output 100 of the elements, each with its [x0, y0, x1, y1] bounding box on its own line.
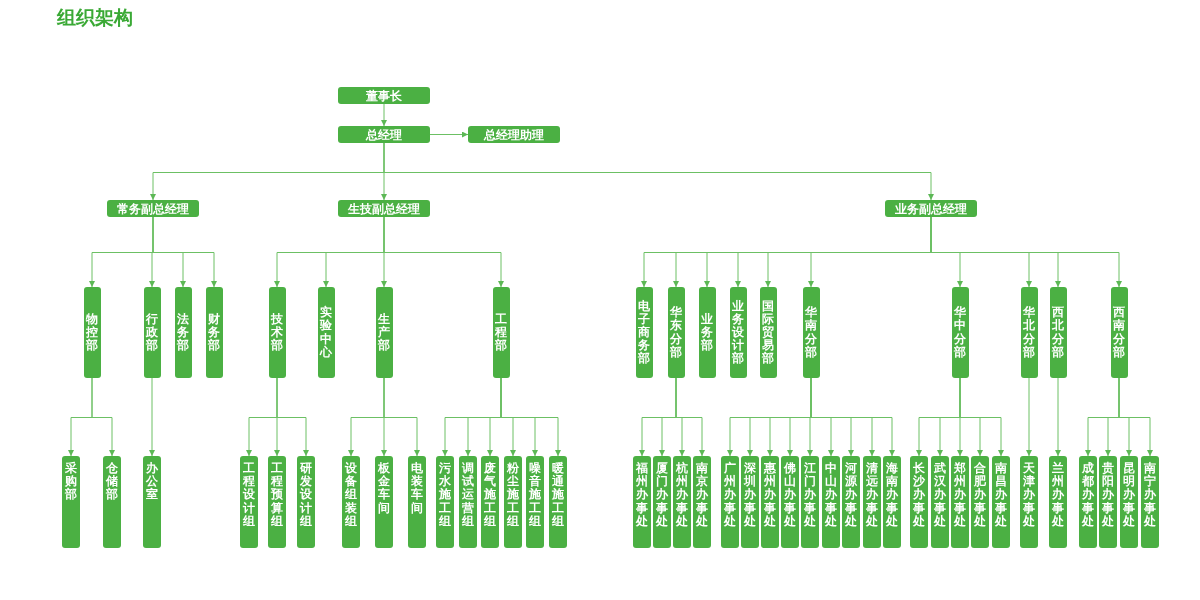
unit-name: 采购部 [65, 462, 77, 502]
connector-arrow [930, 216, 1122, 288]
connector-arrow [276, 377, 309, 457]
unit-name: 暖通施工组 [552, 462, 564, 528]
unit-name: 生产部 [378, 312, 390, 353]
org-unit-box [468, 126, 560, 143]
unit-name: 南京办事处 [696, 462, 708, 528]
org-unit-box [729, 287, 747, 378]
org-unit-box [492, 287, 510, 378]
org-unit-box [842, 456, 860, 548]
org-unit-box [62, 456, 80, 548]
org-unit-box [781, 456, 799, 548]
org-unit-box [240, 456, 258, 548]
unit-name: 江门办事处 [804, 462, 816, 528]
org-unit-box [338, 87, 430, 104]
org-unit-box [761, 456, 779, 548]
org-unit-box [951, 456, 969, 548]
connector-arrow [152, 216, 217, 288]
org-unit-box [673, 456, 691, 548]
unit-name: 成都办事处 [1082, 462, 1094, 528]
unit-name: 业务部 [701, 312, 713, 353]
org-unit-box [1020, 287, 1038, 378]
unit-name: 业务设计部 [732, 299, 744, 366]
org-unit-box [910, 456, 928, 548]
org-unit-box [174, 287, 192, 378]
org-unit-box [143, 287, 161, 378]
connector-arrow [429, 131, 469, 138]
unit-name: 研发设计组 [300, 462, 312, 528]
org-unit-box [992, 456, 1010, 548]
connector-arrow [91, 377, 115, 457]
unit-name: 西南分部 [1113, 306, 1125, 359]
unit-name: 广州办事处 [724, 462, 736, 528]
unit-name: 清远办事处 [866, 462, 878, 528]
org-unit-box [802, 287, 820, 378]
unit-name: 工程设计组 [243, 462, 255, 528]
org-unit-box [459, 456, 477, 548]
org-unit-box [1049, 287, 1067, 378]
unit-name: 设备组装组 [345, 462, 357, 528]
unit-name: 物控部 [86, 312, 98, 353]
unit-name: 办公室 [146, 462, 158, 502]
org-unit-box [635, 287, 653, 378]
connector-arrow [383, 142, 934, 201]
connector-arrow [675, 377, 705, 457]
org-unit-box [83, 287, 101, 378]
unit-name: 福州办事处 [636, 462, 648, 528]
org-unit-box [693, 456, 711, 548]
unit-name: 华中分部 [954, 306, 966, 359]
org-unit-box [375, 287, 393, 378]
org-unit-box [1110, 287, 1128, 378]
org-unit-box [633, 456, 651, 548]
org-unit-box [721, 456, 739, 548]
unit-name: 废气施工组 [484, 462, 496, 528]
unit-name: 板金车间 [378, 462, 390, 515]
org-unit-box [205, 287, 223, 378]
org-unit-box [526, 456, 544, 548]
org-unit-box [107, 200, 199, 217]
org-unit-box [338, 126, 430, 143]
org-unit-box [338, 200, 430, 217]
connector-arrow [1055, 377, 1061, 457]
unit-name: 河源办事处 [845, 462, 857, 528]
unit-name: 杭州办事处 [676, 462, 688, 528]
connector-arrow [149, 377, 155, 457]
org-unit-box [1079, 456, 1097, 548]
unit-name: 中山办事处 [825, 462, 837, 528]
unit-name: 武汉办事处 [934, 462, 946, 528]
unit-name: 行政部 [146, 312, 158, 353]
unit-name: 常务副总经理 [117, 202, 189, 215]
unit-name: 工程预算组 [271, 462, 283, 528]
unit-name: 电子商务部 [638, 299, 650, 366]
unit-name: 总经理 [366, 128, 402, 141]
org-unit-box [885, 200, 977, 217]
unit-name: 西北分部 [1052, 306, 1064, 359]
connector-arrow [383, 377, 420, 457]
org-unit-box [741, 456, 759, 548]
org-unit-box [1049, 456, 1067, 548]
unit-name: 合肥办事处 [974, 462, 986, 528]
org-unit-box [268, 287, 286, 378]
unit-name: 粉尘施工组 [507, 462, 519, 528]
unit-name: 佛山办事处 [784, 462, 796, 528]
org-unit-box [931, 456, 949, 548]
unit-name: 昆明办事处 [1123, 462, 1135, 528]
unit-name: 天津办事处 [1023, 462, 1035, 528]
org-unit-box [408, 456, 426, 548]
org-unit-box [883, 456, 901, 548]
org-unit-box [317, 287, 335, 378]
unit-name: 华东分部 [670, 306, 682, 359]
unit-name: 实验中心 [320, 306, 332, 359]
org-unit-box [268, 456, 286, 548]
org-unit-box [549, 456, 567, 548]
unit-name: 兰州办事处 [1052, 462, 1064, 528]
unit-name: 国际贸易部 [762, 299, 774, 366]
unit-name: 仓储部 [106, 462, 118, 502]
org-unit-box [504, 456, 522, 548]
unit-name: 深圳办事处 [744, 462, 756, 528]
org-unit-box [863, 456, 881, 548]
org-unit-box [297, 456, 315, 548]
org-unit-box [342, 456, 360, 548]
org-unit-box [971, 456, 989, 548]
unit-name: 调试运营组 [462, 462, 474, 528]
unit-name: 财务部 [208, 312, 220, 353]
